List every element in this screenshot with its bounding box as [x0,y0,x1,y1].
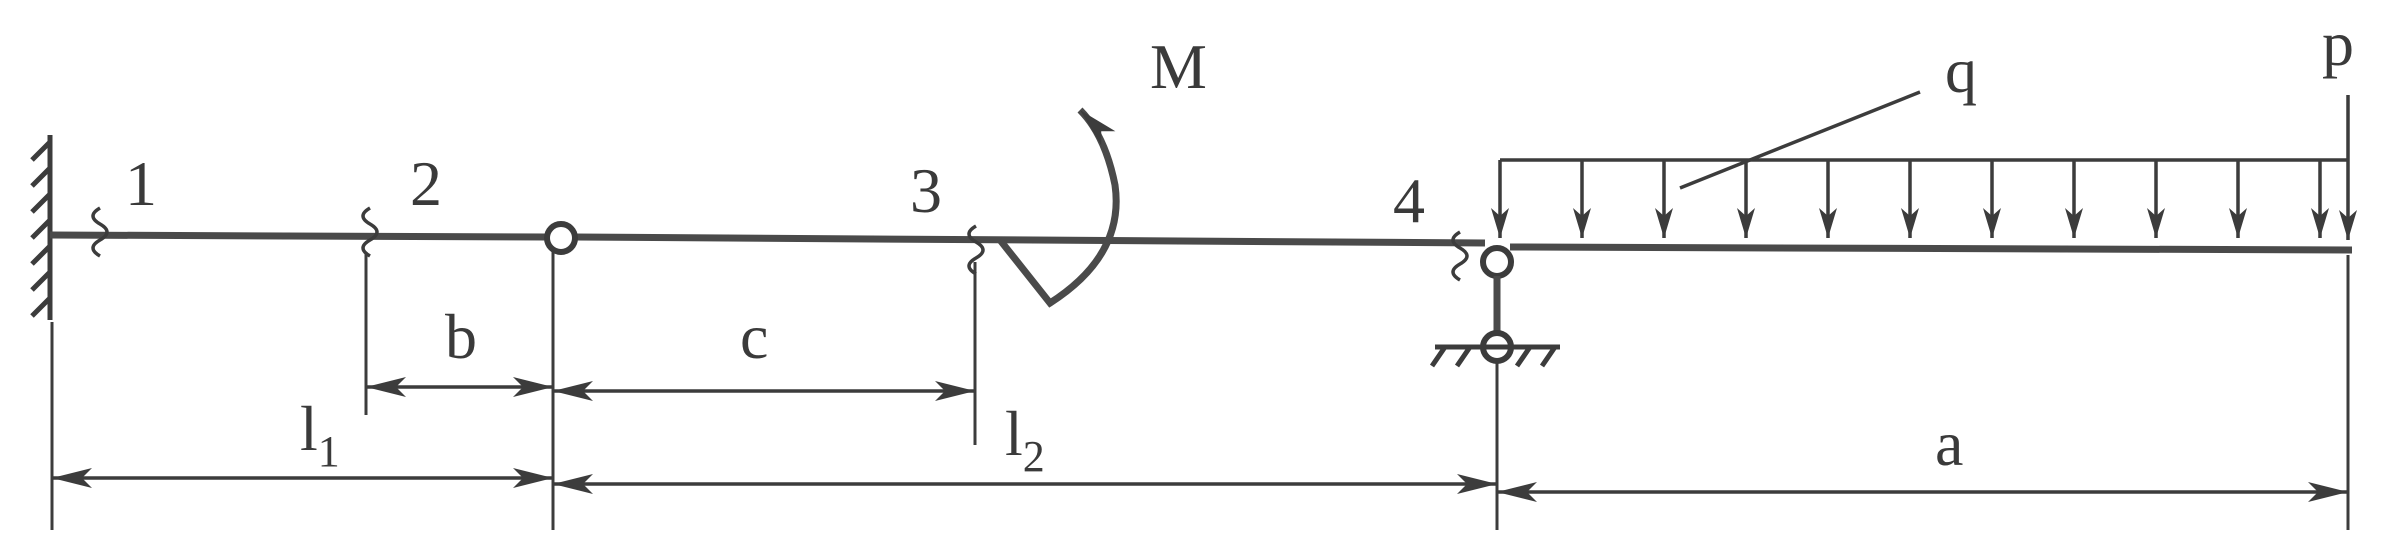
section-label-1: 1 [125,148,157,219]
force-p-label: p [2322,8,2354,79]
section-label-3: 3 [910,155,942,226]
dim-label-c: c [740,301,768,372]
beam [49,231,2353,254]
section-label-4: 4 [1393,165,1425,236]
section-label-2: 2 [410,148,442,219]
dimension-lines [52,377,2348,502]
distributed-load [1491,90,2348,238]
dim-label-b: b [445,301,477,372]
moment-label: M [1150,31,1207,102]
extension-lines [50,252,2350,530]
dim-label-l1: l1 [300,393,340,476]
dim-label-a: a [1935,408,1963,479]
moment-arrow [997,107,1120,308]
load-q-label: q [1945,35,1977,106]
dim-label-l2: l2 [1005,398,1045,481]
section-marks [91,206,1469,282]
hinge-joint [544,221,578,255]
fixed-wall-support [30,135,53,320]
pin-support [1429,245,1560,368]
